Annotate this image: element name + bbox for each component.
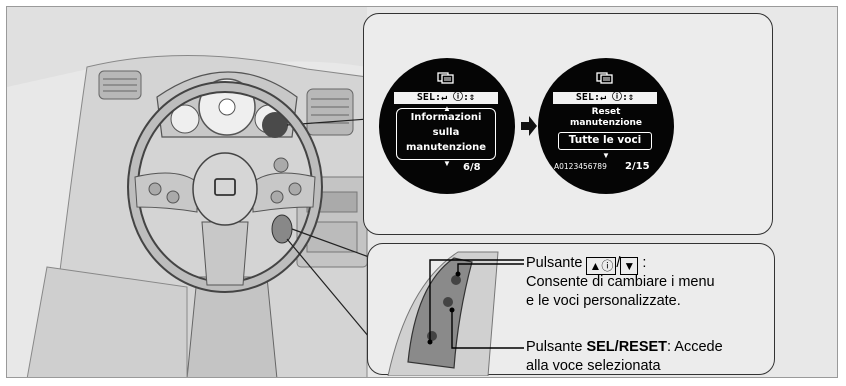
steering-wheel-icon (127, 81, 323, 293)
btn1-desc-2: e le voci personalizzate. (526, 293, 681, 309)
info-display-screen: SEL:↵ ⓘ:⇕ ▲ Informazioni sulla manutenzi… (379, 58, 515, 194)
display-highlight-icon (262, 112, 288, 138)
display-icon (596, 72, 613, 84)
btn2-key: SEL/RESET (586, 339, 668, 355)
btn2-label-line: Pulsante SEL/RESET: Accede (526, 338, 723, 356)
illustration-frame: SEL:↵ ⓘ:⇕ ▲ Informazioni sulla manutenzi… (6, 6, 838, 378)
up-info-key: ▲ⓘ (586, 257, 617, 275)
option-label: Tutte le voci (568, 134, 642, 146)
sel-bar: SEL:↵ ⓘ:⇕ (394, 92, 498, 104)
sel-reset-button (443, 297, 453, 307)
switch-callout: Pulsante ▲ⓘ/▼ : Consente di cambiare i m… (367, 243, 775, 376)
btn1-colon: : (642, 255, 647, 271)
switch-location-icon (271, 214, 293, 244)
switch-pointer-top (291, 228, 370, 258)
page-indicator: 6/8 (463, 162, 481, 173)
info-menu-box: Informazioni sulla manutenzione (396, 108, 496, 160)
logo-icon (214, 178, 236, 196)
key-separator: / (616, 255, 621, 271)
btn1-desc-1: Consente di cambiare i menu (526, 274, 715, 290)
lower-dash (26, 266, 188, 377)
down-caret-icon: ▼ (443, 159, 451, 168)
info-line-3: manutenzione (405, 142, 487, 153)
btn1-label-line: Pulsante ▲ⓘ/▼ : (526, 254, 646, 275)
dashboard-illustration (7, 7, 377, 377)
reset-display-screen: SEL:↵ ⓘ:⇕ Reset manutenzione Tutte le vo… (538, 58, 674, 194)
btn2-desc-1: : Accede (667, 339, 723, 355)
right-vent-icon (306, 88, 354, 136)
option-box: Tutte le voci (558, 132, 652, 150)
display-icon (437, 72, 454, 84)
display-callout: SEL:↵ ⓘ:⇕ ▲ Informazioni sulla manutenzi… (363, 13, 773, 235)
switch-pointer-bottom (286, 238, 370, 338)
sel-bar: SEL:↵ ⓘ:⇕ (553, 92, 657, 104)
page-indicator: 2/15 (625, 161, 650, 172)
btn2-name: Pulsante (526, 339, 583, 355)
code-label: A0123456789 (554, 162, 607, 171)
right-arrow-icon (521, 116, 537, 136)
reset-title-2: manutenzione (569, 118, 643, 128)
reset-title-1: Reset (591, 107, 621, 117)
display-pointer (286, 117, 377, 126)
btn1-name: Pulsante (526, 255, 583, 271)
info-line-2: sulla (432, 127, 460, 138)
btn2-desc-2: alla voce selezionata (526, 358, 661, 374)
info-line-1: Informazioni (410, 112, 482, 123)
info-up-button (451, 275, 461, 285)
down-caret-icon: ▼ (602, 151, 610, 160)
switch-closeup-illustration (387, 251, 524, 376)
button-icon (407, 257, 473, 369)
left-vent-icon (98, 70, 142, 100)
down-button (427, 331, 437, 341)
